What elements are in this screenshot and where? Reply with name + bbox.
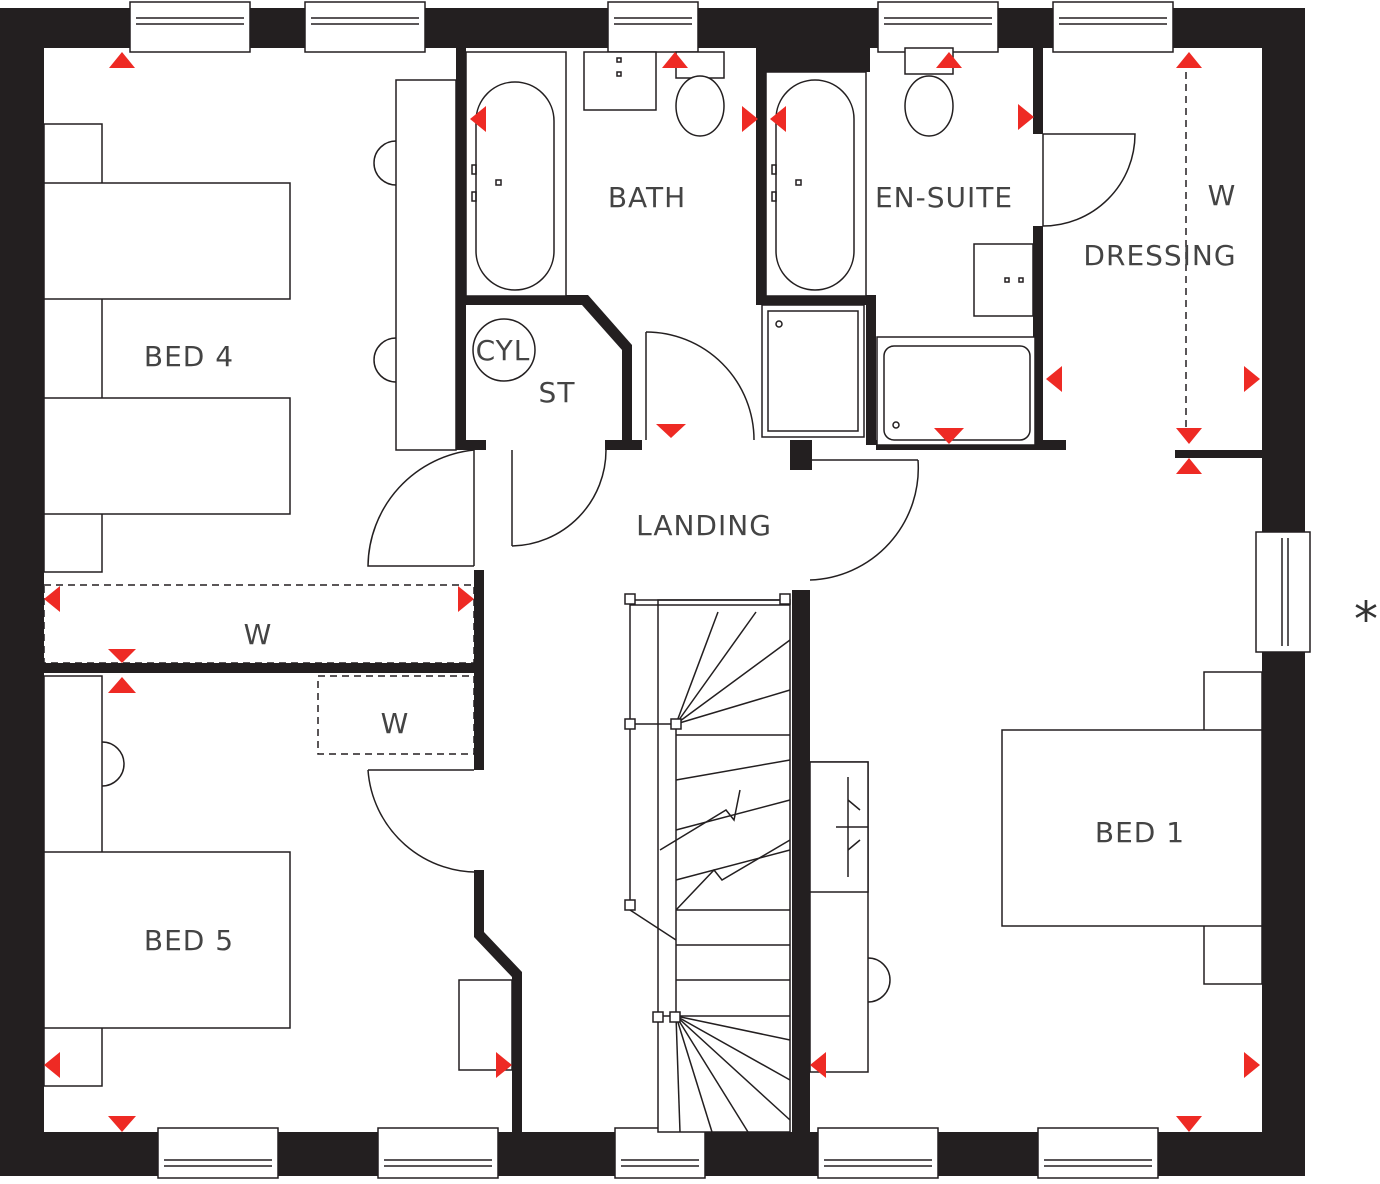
windows bbox=[129, 1, 1311, 1179]
window-bottom-5 bbox=[1037, 1127, 1159, 1179]
label-cylinder: CYL bbox=[476, 334, 531, 367]
window-top-4 bbox=[877, 1, 999, 53]
internal-walls bbox=[40, 44, 1265, 1135]
window-top-1 bbox=[129, 1, 251, 53]
label-wardrobe-bed4: W bbox=[244, 618, 273, 651]
bath-fixtures bbox=[465, 51, 725, 297]
window-top-5 bbox=[1052, 1, 1174, 53]
label-wardrobe-bed5: W bbox=[381, 707, 410, 740]
cylinder-symbol bbox=[472, 318, 536, 382]
label-bed5: BED 5 bbox=[144, 924, 234, 957]
label-bed4: BED 4 bbox=[144, 340, 234, 373]
label-landing: LANDING bbox=[636, 509, 772, 542]
bed4-furniture bbox=[43, 79, 475, 664]
doors bbox=[367, 133, 1136, 873]
window-bottom-3 bbox=[614, 1127, 706, 1179]
bed1-furniture bbox=[809, 671, 1263, 1073]
window-right bbox=[1255, 531, 1311, 653]
label-dressing-wardrobe: W bbox=[1208, 179, 1237, 212]
dimension-markers bbox=[44, 52, 1260, 1132]
window-bottom-4 bbox=[817, 1127, 939, 1179]
label-dressing: DRESSING bbox=[1083, 239, 1236, 272]
staircase bbox=[624, 593, 791, 1133]
window-bottom-2 bbox=[377, 1127, 499, 1179]
window-bottom-1 bbox=[157, 1127, 279, 1179]
window-top-3 bbox=[607, 1, 699, 53]
label-store: ST bbox=[539, 376, 576, 409]
label-bed1: BED 1 bbox=[1095, 816, 1185, 849]
label-ensuite: EN-SUITE bbox=[875, 181, 1013, 214]
window-top-2 bbox=[304, 1, 426, 53]
note-asterisk: * bbox=[1354, 592, 1378, 648]
room-labels: BATH EN-SUITE W DRESSING BED 4 CYL ST LA… bbox=[144, 179, 1237, 957]
ensuite-fixtures bbox=[761, 47, 1036, 446]
label-bath: BATH bbox=[608, 181, 686, 214]
bed5-furniture bbox=[43, 675, 513, 1087]
